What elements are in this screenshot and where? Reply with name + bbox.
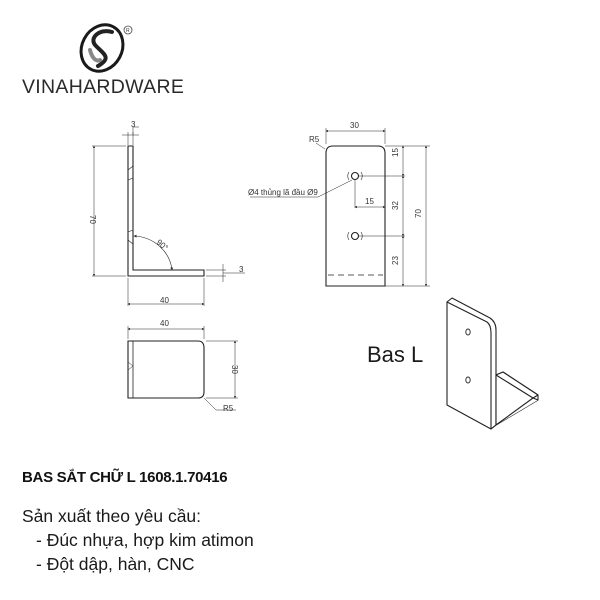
- hole-note: Ø4 thủng lã đầu Ø9: [248, 188, 318, 197]
- desc-item: - Đột dập, hàn, CNC: [36, 554, 195, 574]
- desc-heading: Sản xuất theo yêu cầu:: [22, 506, 202, 526]
- desc-item: - Đúc nhựa, hợp kim atimon: [36, 530, 254, 550]
- dim-hole-spacing: 32: [391, 201, 400, 210]
- dim-thickness-top: 3: [131, 120, 136, 129]
- dim-top-depth: 30: [230, 365, 239, 374]
- dim-width: 40: [160, 296, 169, 305]
- dim-top-offset: 15: [391, 148, 400, 157]
- dim-total-height: 70: [414, 209, 423, 218]
- dim-angle: 90°: [155, 238, 170, 253]
- dim-hole-center: 15: [365, 197, 374, 206]
- top-view: [127, 326, 238, 411]
- logo-mark-icon: [79, 23, 133, 73]
- isometric-bracket-icon: [446, 297, 539, 430]
- vinahardware-logo: R: [79, 23, 133, 73]
- product-title: BAS SẮT CHỮ L 1608.1.70416: [22, 469, 228, 486]
- dim-bottom-offset: 23: [391, 256, 400, 265]
- dim-front-radius: R5: [309, 135, 320, 144]
- iso-label: Bas L: [367, 342, 424, 367]
- side-view: [92, 126, 245, 306]
- dim-front-width: 30: [350, 121, 359, 130]
- dim-top-width: 40: [160, 319, 169, 328]
- front-view: [250, 128, 430, 287]
- technical-drawing: 3 70 90° 3 40 30 R5 Ø4 thủng lã đầu: [88, 120, 539, 430]
- brand-name: VINAHARDWARE: [22, 76, 185, 98]
- dim-thickness-right: 3: [239, 265, 244, 274]
- product-description: Sản xuất theo yêu cầu: - Đúc nhựa, hợp k…: [22, 504, 254, 576]
- registered-mark: R: [126, 28, 130, 34]
- dim-height: 70: [88, 215, 97, 224]
- dim-top-radius: R5: [223, 404, 234, 413]
